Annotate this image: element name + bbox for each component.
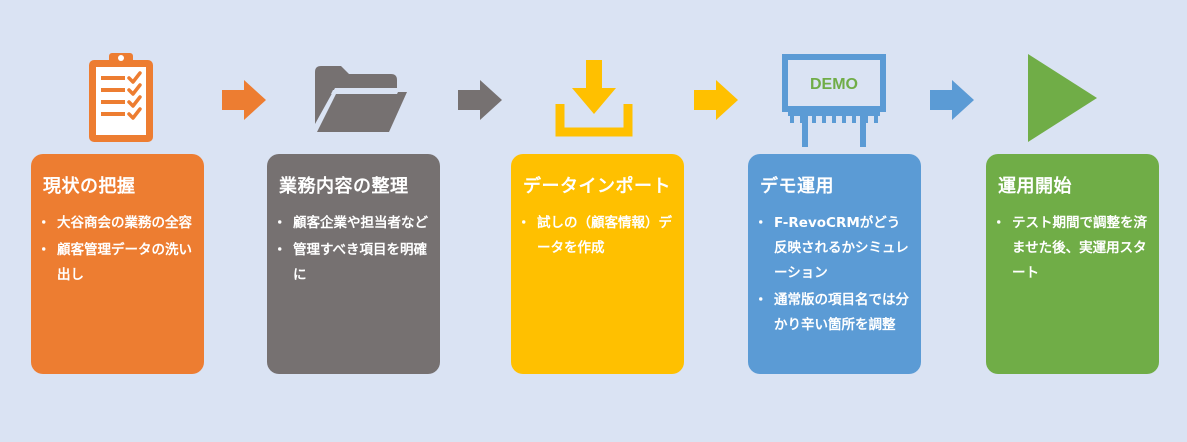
step-card-data-import: データインポート 試しの（顧客情報）データを作成 <box>511 154 684 374</box>
bullet-item: テスト期間で調整を済ませた後、実運用スタート <box>992 211 1147 286</box>
step-title: 現状の把握 <box>43 176 136 197</box>
step-title: デモ運用 <box>760 176 834 197</box>
step-title: 業務内容の整理 <box>279 176 409 197</box>
bullet-item: 顧客企業や担当者など <box>273 211 428 236</box>
demo-billboard-icon: DEMO <box>782 54 886 147</box>
demo-label: DEMO <box>810 76 858 93</box>
step-title: 運用開始 <box>998 176 1072 197</box>
step-bullets: テスト期間で調整を済ませた後、実運用スタート <box>992 211 1147 286</box>
bullet-item: 顧客管理データの洗い出し <box>37 238 192 288</box>
bullet-item: 通常版の項目名では分かり辛い箇所を調整 <box>754 288 909 338</box>
bullet-item: 大谷商会の業務の全容 <box>37 211 192 236</box>
bullet-item: 管理すべき項目を明確に <box>273 238 428 288</box>
step-bullets: 試しの（顧客情報）データを作成 <box>517 211 672 261</box>
play-icon <box>1028 54 1097 142</box>
arrow-right-icon <box>694 80 738 120</box>
step-bullets: F-RevoCRMがどう反映されるかシミュレーション 通常版の項目名では分かり辛… <box>754 211 909 338</box>
folder-icon <box>315 66 407 132</box>
step-title: データインポート <box>523 176 671 197</box>
arrow-right-icon <box>222 80 266 120</box>
download-icon <box>555 60 633 137</box>
step-card-demo: デモ運用 F-RevoCRMがどう反映されるかシミュレーション 通常版の項目名で… <box>748 154 921 374</box>
bullet-item: F-RevoCRMがどう反映されるかシミュレーション <box>754 211 909 286</box>
step-bullets: 顧客企業や担当者など 管理すべき項目を明確に <box>273 211 428 288</box>
step-card-go-live: 運用開始 テスト期間で調整を済ませた後、実運用スタート <box>986 154 1159 374</box>
clipboard-checklist-icon <box>89 53 153 142</box>
arrow-right-icon <box>930 80 974 120</box>
step-bullets: 大谷商会の業務の全容 顧客管理データの洗い出し <box>37 211 192 288</box>
step-card-current-state: 現状の把握 大谷商会の業務の全容 顧客管理データの洗い出し <box>31 154 204 374</box>
bullet-item: 試しの（顧客情報）データを作成 <box>517 211 672 261</box>
arrow-right-icon <box>458 80 502 120</box>
step-card-organize: 業務内容の整理 顧客企業や担当者など 管理すべき項目を明確に <box>267 154 440 374</box>
